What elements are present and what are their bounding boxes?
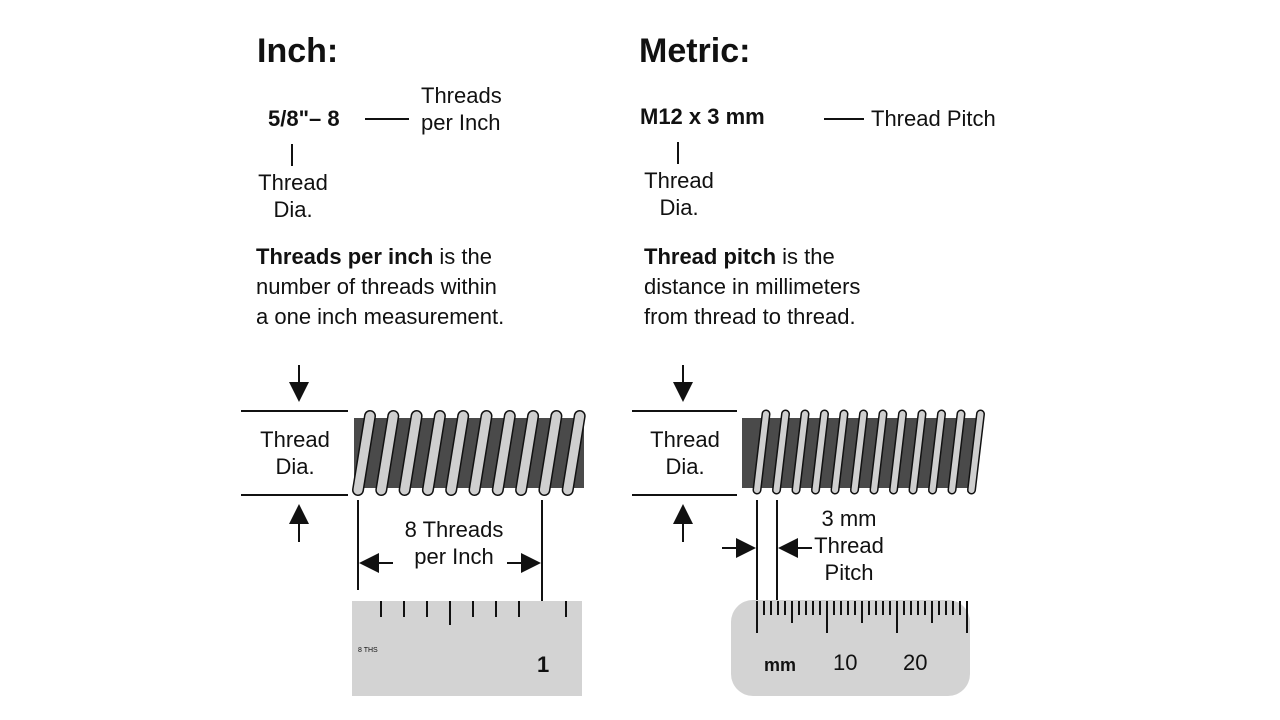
metric-thread-coils xyxy=(752,409,985,495)
thread-coil xyxy=(910,411,925,493)
thread-coil xyxy=(493,411,515,495)
metric-dia-leader xyxy=(677,142,679,164)
inch-desc-bold: Threads per inch xyxy=(256,244,434,269)
metric-pitch-label: Thread Pitch xyxy=(871,106,996,131)
inch-diagram-dia-line2: Dia. xyxy=(275,454,315,479)
inch-diagram-dia-label: Thread Dia. xyxy=(250,426,340,480)
inch-ruler-ticks xyxy=(380,601,567,625)
metric-thread-code: M12 x 3 mm xyxy=(640,104,765,129)
thread-coil xyxy=(376,411,398,495)
inch-ruler xyxy=(352,601,582,696)
metric-heading: Metric: xyxy=(639,32,751,70)
metric-desc-line2: distance in millimeters xyxy=(644,274,861,299)
metric-dia-label-line2: Dia. xyxy=(659,195,699,220)
thread-coil xyxy=(949,411,964,493)
inch-dia-label-line2: Dia. xyxy=(273,197,313,222)
inch-count-label: 8 Threads per Inch xyxy=(394,516,514,570)
metric-dia-label-line1: Thread xyxy=(644,168,714,193)
inch-dia-label-line1: Thread xyxy=(258,170,328,195)
thread-coil xyxy=(446,411,468,495)
inch-count-line1: 8 Threads xyxy=(404,517,504,542)
thread-coil xyxy=(871,411,886,493)
thread-coil xyxy=(563,411,585,495)
thread-coil xyxy=(832,411,847,493)
metric-pitch-line2: Thread xyxy=(814,533,884,558)
metric-pitch-annotation: 3 mm Thread Pitch xyxy=(806,505,892,586)
thread-coil xyxy=(400,411,422,495)
thread-coil xyxy=(812,411,828,493)
thread-coil xyxy=(754,411,769,493)
metric-ruler-unit: mm xyxy=(764,655,797,675)
metric-threaded-rod xyxy=(742,409,985,495)
inch-ruler-unit-label: 8 THS xyxy=(358,647,378,654)
thread-coil xyxy=(851,411,867,493)
inch-count-line2: per Inch xyxy=(414,544,494,569)
metric-pitch-line1: 3 mm xyxy=(821,506,877,531)
inch-diagram-dia-line1: Thread xyxy=(260,427,330,452)
metric-ruler xyxy=(731,600,970,696)
thread-coil xyxy=(968,411,984,493)
thread-coil xyxy=(929,411,945,493)
metric-ruler-ticks xyxy=(756,601,968,633)
inch-tpi-label: Threads per Inch xyxy=(421,82,502,136)
inch-description: Threads per inch is the number of thread… xyxy=(256,242,504,332)
metric-ruler-number-20: 20 xyxy=(903,650,928,675)
thread-coil xyxy=(539,411,561,495)
inch-ruler-number: 1 xyxy=(537,652,550,677)
thread-coil xyxy=(793,411,808,493)
thread-coil xyxy=(773,411,789,493)
inch-dia-label: Thread Dia. xyxy=(250,169,336,223)
inch-threaded-rod xyxy=(352,410,586,496)
inch-desc-rest: is the xyxy=(433,244,492,269)
metric-desc-bold: Thread pitch xyxy=(644,244,777,269)
inch-tpi-leader xyxy=(365,118,409,120)
metric-ruler-number-10: 10 xyxy=(833,650,858,675)
thread-coil xyxy=(423,411,445,495)
metric-desc-line3: from thread to thread. xyxy=(644,304,856,329)
metric-description: Thread pitch is the distance in millimet… xyxy=(644,242,860,332)
metric-dia-dimension xyxy=(632,365,737,542)
thread-coil xyxy=(353,411,375,495)
metric-diagram-dia-label: Thread Dia. xyxy=(640,426,730,480)
inch-thread-coils xyxy=(352,410,586,496)
inch-dia-leader xyxy=(291,144,293,166)
inch-tpi-label-line1: Threads xyxy=(421,83,502,108)
thread-coil xyxy=(516,411,538,495)
metric-pitch-leader xyxy=(824,118,864,120)
inch-desc-line3: a one inch measurement. xyxy=(256,304,505,329)
inch-thread-code: 5/8"– 8 xyxy=(268,106,340,131)
metric-diagram-dia-line2: Dia. xyxy=(665,454,705,479)
inch-heading: Inch: xyxy=(257,32,339,70)
metric-diagram-dia-line1: Thread xyxy=(650,427,720,452)
thread-coil xyxy=(890,411,906,493)
metric-pitch-line3: Pitch xyxy=(824,560,874,585)
inch-desc-line2: number of threads within xyxy=(256,274,497,299)
inch-tpi-label-line2: per Inch xyxy=(421,110,501,135)
thread-coil xyxy=(470,411,491,495)
inch-dia-dimension xyxy=(241,365,348,542)
metric-desc-rest: is the xyxy=(776,244,835,269)
metric-dia-label: Thread Dia. xyxy=(636,167,722,221)
